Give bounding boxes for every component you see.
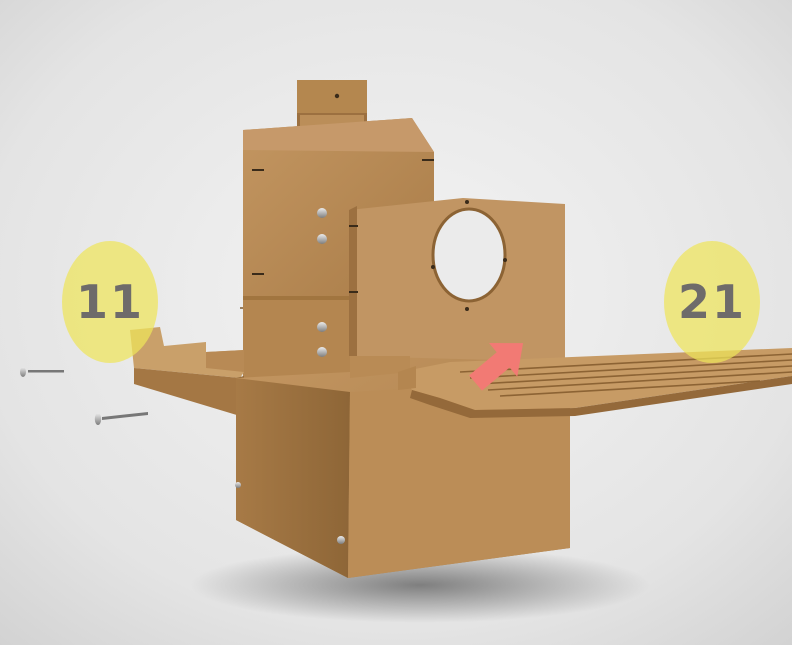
callout-badge-part-11: 11: [62, 241, 158, 363]
callout-badge-part-21: 21: [664, 241, 760, 363]
callout-label-11: 11: [76, 275, 144, 329]
front-panel: [349, 198, 565, 362]
callout-label-21: 21: [678, 275, 746, 329]
